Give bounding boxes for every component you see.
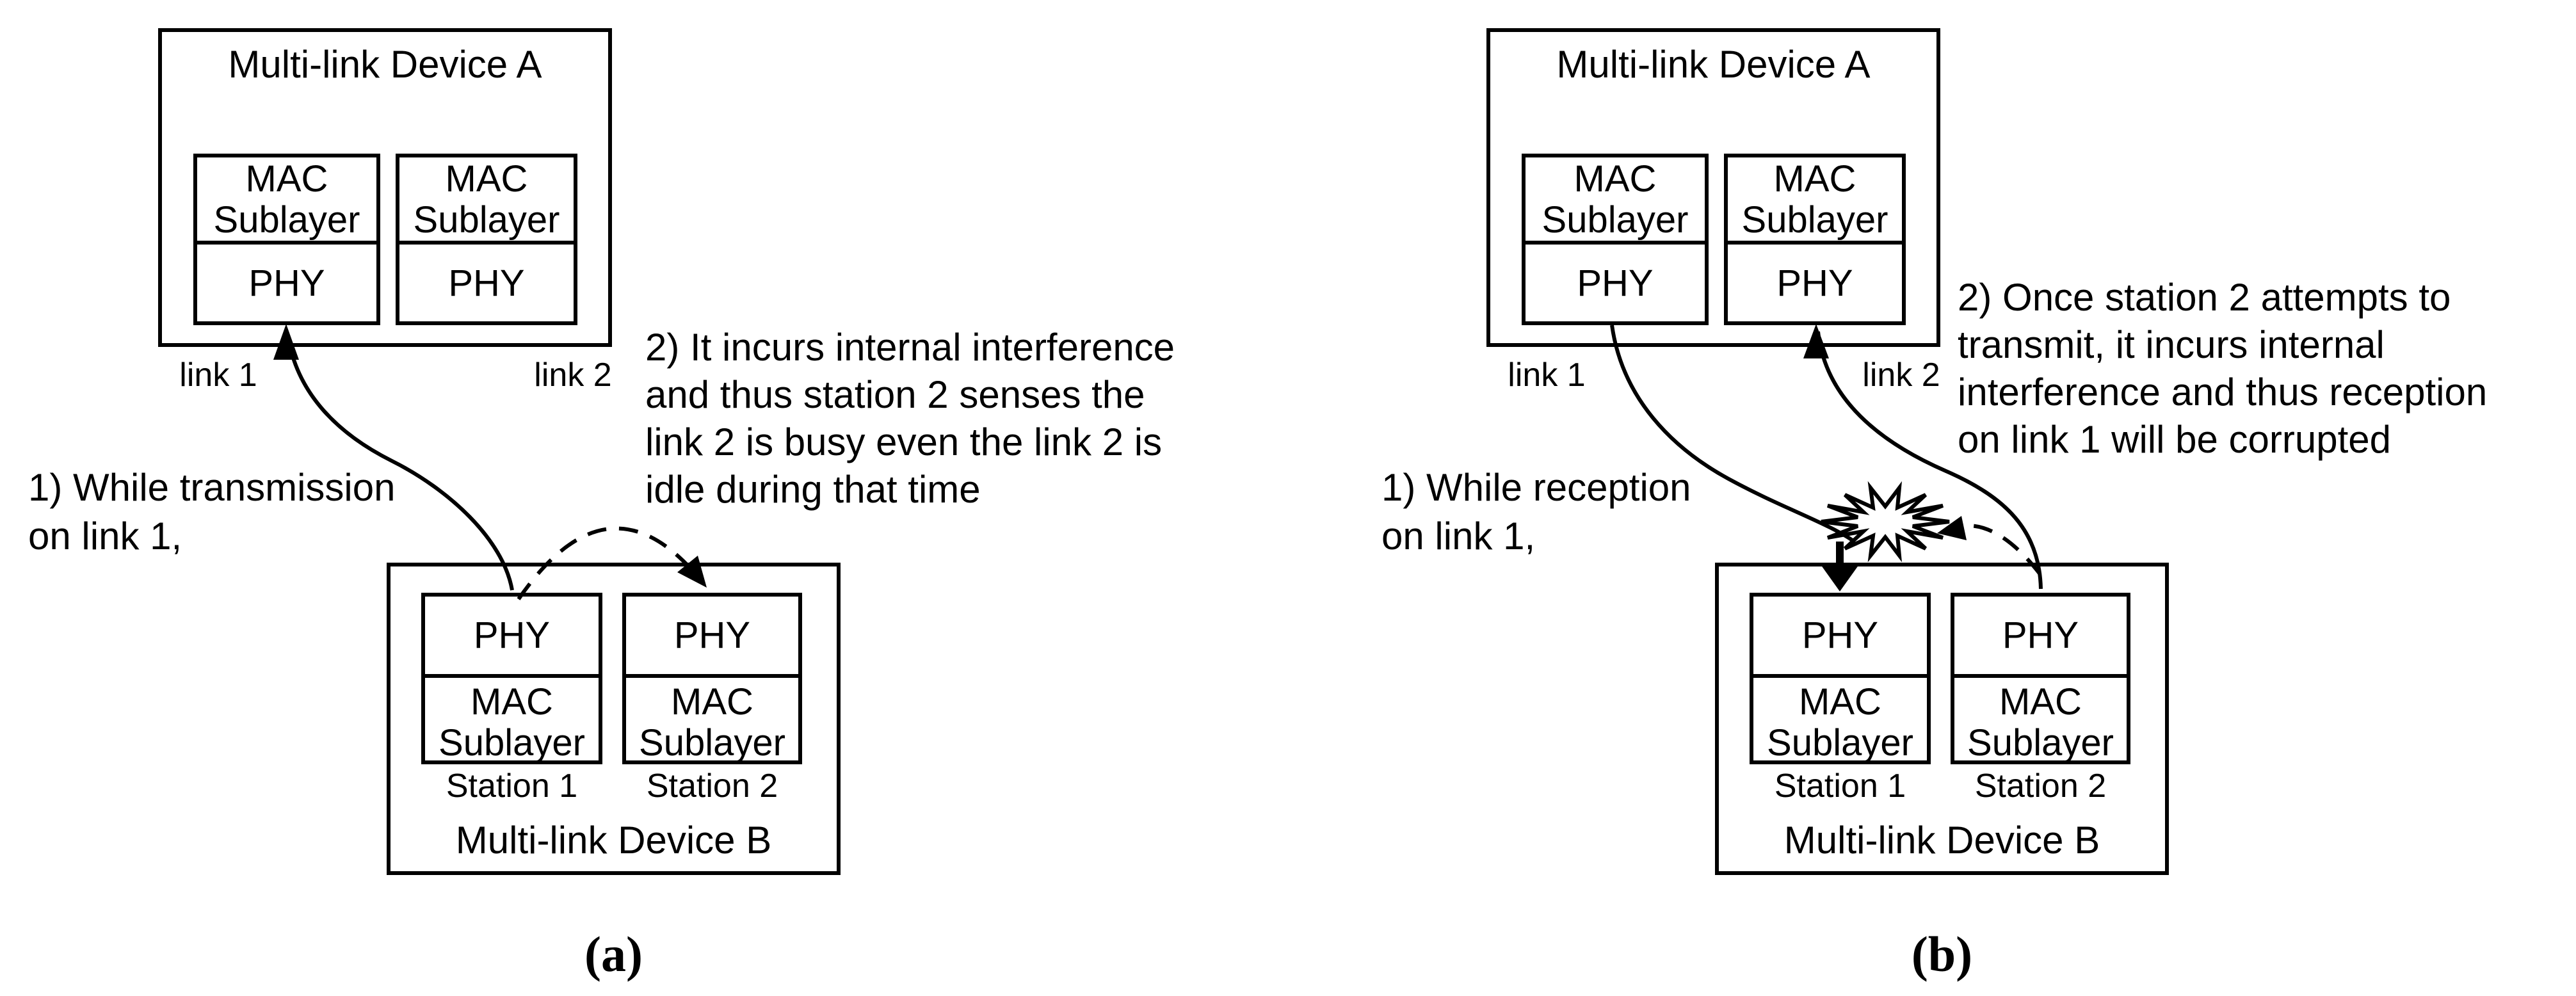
- note2-line: 2) It incurs internal interference: [645, 326, 1175, 369]
- caption-a: (a): [584, 926, 643, 982]
- link2-label-b: link 2: [1862, 357, 1940, 394]
- note1-a: 1) While transmission on link 1,: [28, 463, 396, 561]
- mac-label: MAC: [1773, 158, 1856, 200]
- note2-line: interference and thus reception: [1958, 371, 2488, 414]
- station2-label-b: Station 2: [1974, 767, 2107, 805]
- sublayer-label: Sublayer: [1967, 722, 2114, 764]
- phy-label: PHY: [1776, 262, 1853, 304]
- station1-interface-a: PHY MAC Sublayer: [421, 593, 602, 764]
- mac-sublayer-section: MAC Sublayer: [626, 678, 798, 764]
- phy-label: PHY: [248, 262, 325, 304]
- device-a-title-b: Multi-link Device A: [1556, 43, 1871, 86]
- note1-line: 1) While transmission: [28, 466, 396, 509]
- station1-label-a: Station 1: [446, 767, 578, 805]
- device-a-interface2-b: MAC Sublayer PHY: [1724, 154, 1906, 325]
- mac-sublayer-section: MAC Sublayer: [1753, 678, 1927, 764]
- note1-b: 1) While reception on link 1,: [1381, 463, 1691, 561]
- note1-line: 1) While reception: [1381, 466, 1691, 509]
- device-a-title-a: Multi-link Device A: [228, 43, 542, 86]
- mac-sublayer-section: MAC Sublayer: [197, 157, 376, 245]
- mac-label: MAC: [245, 158, 328, 200]
- note1-line: on link 1,: [1381, 515, 1536, 558]
- sublayer-label: Sublayer: [1767, 722, 1913, 764]
- note2-b: 2) Once station 2 attempts to transmit, …: [1958, 274, 2487, 463]
- sublayer-label: Sublayer: [413, 199, 560, 241]
- note2-line: 2) Once station 2 attempts to: [1958, 276, 2451, 319]
- note2-line: on link 1 will be corrupted: [1958, 418, 2392, 461]
- note2-line: idle during that time: [645, 468, 981, 511]
- phy-label: PHY: [1954, 597, 2127, 678]
- link1-label-a: link 1: [179, 357, 257, 394]
- station2-interface-b: PHY MAC Sublayer: [1951, 593, 2130, 764]
- mac-label: MAC: [1799, 681, 1881, 723]
- phy-label: PHY: [1577, 262, 1654, 304]
- device-b-title-a: Multi-link Device B: [455, 819, 772, 862]
- note2-line: transmit, it incurs internal: [1958, 323, 2385, 366]
- station1-label-b: Station 1: [1774, 767, 1906, 805]
- device-a-interface2-a: MAC Sublayer PHY: [396, 154, 577, 325]
- mac-sublayer-section: MAC Sublayer: [1525, 157, 1705, 245]
- note1-line: on link 1,: [28, 515, 182, 558]
- mac-sublayer-section: MAC Sublayer: [425, 678, 599, 764]
- phy-label: PHY: [626, 597, 798, 678]
- note2-a: 2) It incurs internal interference and t…: [645, 324, 1175, 513]
- phy-label: PHY: [448, 262, 525, 304]
- sublayer-label: Sublayer: [1542, 199, 1689, 241]
- mac-sublayer-section: MAC Sublayer: [399, 157, 574, 245]
- device-a-interface1-a: MAC Sublayer PHY: [193, 154, 380, 325]
- mac-label: MAC: [1999, 681, 2082, 723]
- device-b-title-b: Multi-link Device B: [1783, 819, 2100, 862]
- device-a-interface1-b: MAC Sublayer PHY: [1522, 154, 1709, 325]
- mac-sublayer-section: MAC Sublayer: [1728, 157, 1902, 245]
- station2-interface-a: PHY MAC Sublayer: [622, 593, 802, 764]
- sublayer-label: Sublayer: [439, 722, 585, 764]
- caption-b: (b): [1911, 926, 1973, 982]
- mac-sublayer-section: MAC Sublayer: [1954, 678, 2127, 764]
- link2-label-a: link 2: [534, 357, 612, 394]
- mac-label: MAC: [671, 681, 753, 723]
- phy-label: PHY: [1753, 597, 1927, 678]
- station1-interface-b: PHY MAC Sublayer: [1750, 593, 1931, 764]
- mac-label: MAC: [471, 681, 553, 723]
- note2-line: and thus station 2 senses the: [645, 373, 1145, 416]
- mac-label: MAC: [1574, 158, 1657, 200]
- link1-label-b: link 1: [1508, 357, 1586, 394]
- mac-label: MAC: [445, 158, 528, 200]
- sublayer-label: Sublayer: [639, 722, 785, 764]
- phy-label: PHY: [425, 597, 599, 678]
- interference-arrowhead-b: [1937, 516, 1967, 540]
- collision-burst-icon: [1821, 481, 1950, 563]
- sublayer-label: Sublayer: [1741, 199, 1888, 241]
- station2-label-a: Station 2: [646, 767, 778, 805]
- note2-line: link 2 is busy even the link 2 is: [645, 421, 1163, 463]
- sublayer-label: Sublayer: [213, 199, 360, 241]
